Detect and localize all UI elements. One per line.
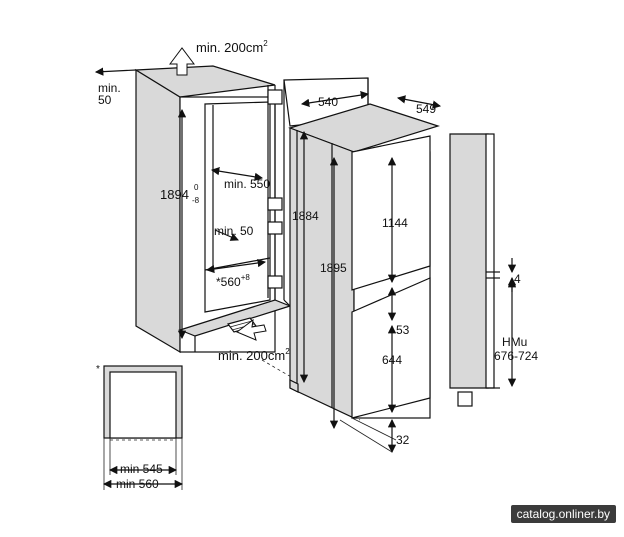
label-min-50-side: min. bbox=[98, 81, 121, 95]
bottom-ventilation-arrow bbox=[236, 318, 267, 341]
label-height-1884: 1884 bbox=[292, 209, 319, 223]
label-height-1895: 1895 bbox=[320, 261, 347, 275]
label-min-50-inner: min. 50 bbox=[214, 224, 254, 238]
label-height-1894-tol-up: 0 bbox=[194, 183, 199, 192]
label-width-560: *560+8 bbox=[216, 273, 250, 289]
label-height-1144: 1144 bbox=[382, 216, 408, 230]
label-min-200-bottom: min. 200cm2 bbox=[218, 347, 290, 363]
refrigerator-body bbox=[288, 103, 440, 419]
label-min-200-top: min. 200cm2 bbox=[196, 39, 268, 55]
label-gap-4: 4 bbox=[514, 272, 521, 286]
niche-detail-inset bbox=[103, 365, 183, 490]
label-hmu-range: 676-724 bbox=[494, 349, 538, 363]
site-watermark: catalog.onliner.by bbox=[510, 505, 616, 523]
door-side-profile bbox=[449, 133, 500, 407]
label-min-50-side-value: 50 bbox=[98, 93, 112, 107]
label-detail-asterisk: * bbox=[96, 364, 100, 375]
top-ventilation-arrow bbox=[169, 47, 195, 76]
label-height-1894: 1894 bbox=[160, 187, 189, 202]
label-hmu: HMu bbox=[502, 335, 527, 349]
label-height-644: 644 bbox=[382, 353, 402, 367]
label-height-53: 53 bbox=[396, 323, 410, 337]
label-min-545: min 545 bbox=[120, 462, 163, 476]
label-height-1894-tol-down: -8 bbox=[192, 196, 200, 205]
label-min-550: min. 550 bbox=[224, 177, 270, 191]
label-depth-549: 549 bbox=[416, 102, 436, 116]
label-depth-540: 540 bbox=[318, 95, 338, 109]
label-min-560: min 560 bbox=[116, 477, 159, 491]
label-height-32: 32 bbox=[396, 433, 410, 447]
